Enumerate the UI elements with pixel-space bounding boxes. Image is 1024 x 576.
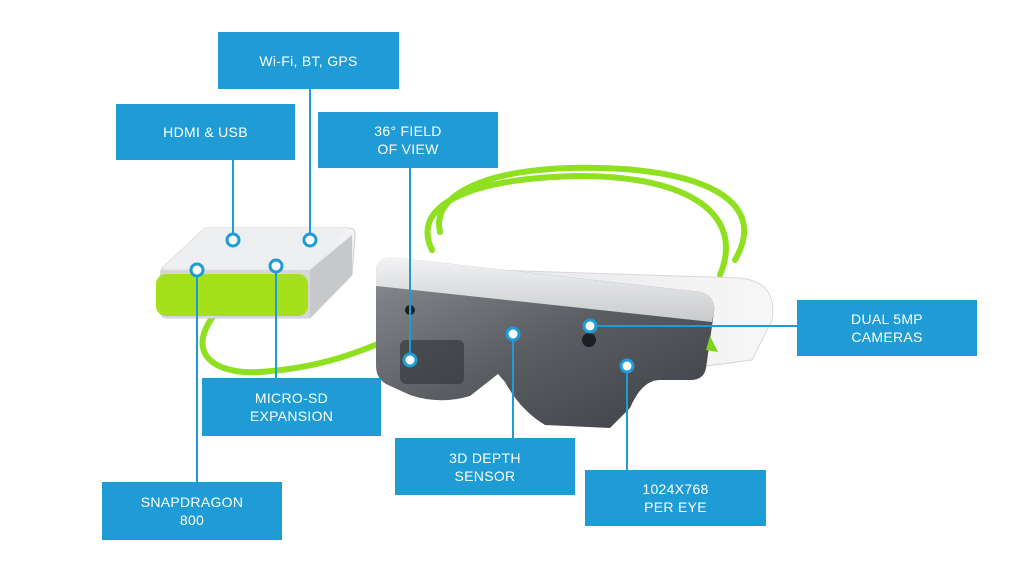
marker-dot	[619, 358, 635, 374]
marker-dot	[268, 258, 284, 274]
callout-snapdragon: SNAPDRAGON 800	[102, 482, 282, 540]
callout-text: 3D DEPTH	[449, 449, 521, 466]
marker-dot	[402, 352, 418, 368]
callout-text: EXPANSION	[249, 408, 334, 424]
compute-pack	[156, 227, 356, 319]
compute-pack-green-panel	[156, 274, 308, 316]
marker-dot	[505, 326, 521, 342]
marker-dot	[189, 262, 205, 278]
callout-text: 800	[179, 512, 205, 528]
callout-text: HDMI & USB	[163, 124, 248, 140]
leader-lines	[196, 89, 797, 482]
marker-dots	[189, 232, 635, 374]
callout-text: SNAPDRAGON	[140, 494, 244, 510]
callout-text: PER EYE	[644, 499, 707, 515]
marker-dot	[582, 318, 598, 334]
callout-resolution: 1024X768 PER EYE	[585, 470, 766, 526]
marker-dot	[302, 232, 318, 248]
callout-dual-cameras: DUAL 5MP CAMERAS	[797, 300, 977, 356]
callout-depth-sensor: 3D DEPTH SENSOR	[395, 438, 575, 495]
glasses-visor	[376, 257, 718, 428]
headband-cable	[424, 164, 748, 278]
callout-micro-sd: MICRO-SD EXPANSION	[202, 378, 381, 436]
callout-text: 1024X768	[642, 481, 709, 497]
callout-text: SENSOR	[454, 467, 516, 484]
callout-field-of-view: 36° FIELD OF VIEW	[318, 112, 498, 168]
callout-wifi-bt-gps: Wi-Fi, BT, GPS	[218, 32, 399, 89]
callout-text: CAMERAS	[851, 329, 923, 345]
callout-text: MICRO-SD	[254, 390, 329, 406]
callout-text: OF VIEW	[377, 141, 439, 157]
callout-text: 36° FIELD	[374, 123, 442, 139]
connector-cable	[199, 297, 395, 376]
marker-dot	[225, 232, 241, 248]
callout-text: DUAL 5MP	[851, 311, 923, 327]
callout-text: Wi-Fi, BT, GPS	[259, 52, 358, 69]
callout-hdmi-usb: HDMI & USB	[116, 104, 295, 160]
